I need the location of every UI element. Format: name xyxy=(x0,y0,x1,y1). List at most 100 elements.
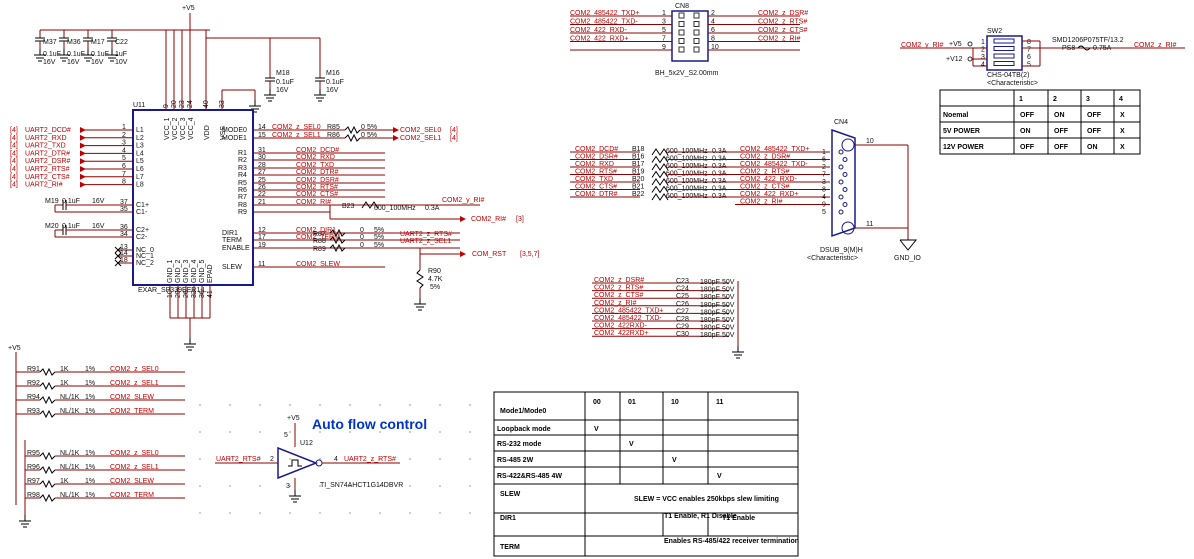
pin-name: C1- xyxy=(136,209,148,216)
table-cell: X xyxy=(1120,112,1125,119)
cap-ref: C25 xyxy=(676,293,689,300)
pin-number: 9 xyxy=(163,104,170,108)
resistor-ref: R96 xyxy=(27,464,40,471)
pin-name: DIR1 xyxy=(222,230,238,237)
pin-number: 5 xyxy=(662,27,666,34)
cap-voltage: 16V xyxy=(92,198,105,205)
net-label: COM2_485422_TXD- xyxy=(570,19,638,26)
sw2-note: <Characteristic> xyxy=(987,80,1038,87)
pin-number: 17 xyxy=(258,234,266,241)
pin-number: 1 xyxy=(981,39,985,46)
dsub-pin-icon xyxy=(838,194,844,200)
table-cell: OFF xyxy=(1087,128,1102,135)
pin-number: 27 xyxy=(258,169,266,176)
grid-dot xyxy=(379,431,381,433)
pin-number: 1 xyxy=(822,149,826,156)
pin-number: 22 xyxy=(258,191,266,198)
grid-dot xyxy=(229,458,231,460)
net-label: COM2_SEL0 xyxy=(400,127,441,134)
pin-number: 29 xyxy=(175,290,182,298)
net-label: COM2_z_SEL0 xyxy=(272,124,321,131)
grid-dot xyxy=(349,512,351,514)
net-label: COM2_422_RXD- xyxy=(570,27,627,34)
net-label: COM2_485422_TXD+ xyxy=(594,307,663,314)
pin-number: 26 xyxy=(183,290,190,298)
net-label: UART2_RI# xyxy=(25,182,63,189)
cn4-note: <Characteristic> xyxy=(807,255,858,262)
resistor-tolerance: 5% xyxy=(367,124,377,131)
pin-name: C2- xyxy=(136,234,148,241)
net-label: COM_RST xyxy=(472,251,507,258)
grid-dot xyxy=(349,485,351,487)
pin-number: 5 xyxy=(284,432,288,439)
sw2-ref: SW2 xyxy=(987,28,1002,35)
resistor-tolerance: 1% xyxy=(85,492,95,499)
pin-name: R2 xyxy=(238,157,247,164)
net-label: COM2_485422_TXD+ xyxy=(740,146,809,153)
cap-ref: C23 xyxy=(676,278,689,285)
net-label: UART2_RTS# xyxy=(25,166,70,173)
pin-number: 3 xyxy=(662,19,666,26)
header-pin-icon xyxy=(693,29,700,36)
grid-dot xyxy=(379,512,381,514)
cap-ref: C28 xyxy=(676,316,689,323)
table-cell: X xyxy=(1120,144,1125,151)
u11-part: EXAR_SP339EER1-L xyxy=(138,287,207,294)
resistor-icon xyxy=(329,243,346,253)
grid-dot xyxy=(379,458,381,460)
ferrite-bead-icon xyxy=(651,193,669,201)
cap-value: 180pF xyxy=(700,287,720,294)
fuse-icon xyxy=(1077,45,1091,51)
dip-switch-lever-icon xyxy=(993,46,1015,51)
net-label: COM2_DSR# xyxy=(575,154,618,161)
cap-voltage: 50V xyxy=(722,302,735,309)
pin-number: 4 xyxy=(334,456,338,463)
table-header: 2 xyxy=(1053,96,1057,103)
v5-label: +V5 xyxy=(8,345,21,352)
pin-number: 25 xyxy=(258,177,266,184)
table-cell: 5V POWER xyxy=(943,128,980,135)
grid-dot xyxy=(229,485,231,487)
resistor-value: NL/1K xyxy=(60,394,80,401)
pin-number: 35 xyxy=(120,206,128,213)
net-label: COM2_422_RXD- xyxy=(740,176,797,183)
resistor-tolerance: 5% xyxy=(374,242,384,249)
ferrite-bead-icon xyxy=(651,148,669,156)
ferrite-bead-icon xyxy=(361,201,379,209)
pin-name: GND_3 xyxy=(183,260,190,283)
net-label: COM2_DCD# xyxy=(296,147,339,154)
net-label: COM2_z_RI# xyxy=(758,36,801,43)
resistor-value: 1K xyxy=(60,478,69,485)
grid-dot xyxy=(379,404,381,406)
dsub-pin-icon xyxy=(838,209,844,215)
bead-current: 0.3A xyxy=(425,205,440,212)
grid-dot xyxy=(319,512,321,514)
bead-ref: B18 xyxy=(632,146,645,153)
ferrite-bead-icon xyxy=(651,185,669,194)
dsub-pin-icon xyxy=(842,172,848,177)
net-label: COM2_422_RXD+ xyxy=(740,191,799,198)
cap-ref: M17 xyxy=(91,39,105,46)
table-cell: OFF xyxy=(1054,144,1069,151)
table-cell: OFF xyxy=(1054,128,1069,135)
pin-name: NC_0 xyxy=(136,247,154,254)
port-arrow-icon xyxy=(80,134,86,141)
net-label: COM2_z_DSR# xyxy=(740,154,790,161)
grid-dot xyxy=(349,431,351,433)
dsub-shell-icon xyxy=(841,138,855,152)
table-header: 10 xyxy=(671,399,679,406)
resistor-tolerance: 1% xyxy=(85,450,95,457)
pin-number: 21 xyxy=(258,199,266,206)
pin-number: 9 xyxy=(662,44,666,51)
cap-voltage: 16V xyxy=(326,87,339,94)
resistor-icon xyxy=(39,493,56,503)
net-label: COM2_422_RXD+ xyxy=(570,36,629,43)
grid-dot xyxy=(469,431,471,433)
pin-name: L3 xyxy=(136,143,144,150)
pin-name: GND_2 xyxy=(175,260,182,283)
dsub-pin-icon xyxy=(838,164,844,170)
sheet-ref: [4] xyxy=(10,135,18,142)
resistor-value: 0 xyxy=(360,227,364,234)
cap-value: 180pF xyxy=(700,309,720,316)
grid-dot xyxy=(229,512,231,514)
